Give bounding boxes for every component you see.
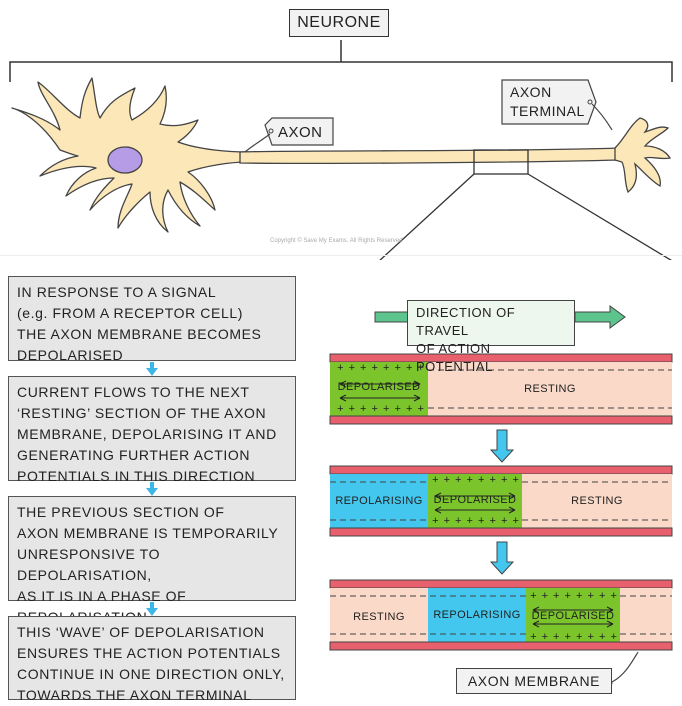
step-arrow-3 — [146, 602, 158, 616]
zoom-line-left — [379, 173, 475, 260]
state-resting-3: RESTING — [353, 611, 405, 623]
state-repolarising-2: REPOLARISING — [335, 495, 423, 507]
axon-terminal-label-tag — [501, 79, 597, 125]
membrane-panel-1 — [329, 353, 673, 425]
copyright-text: Copyright © Save My Exams. All Rights Re… — [270, 238, 403, 244]
signs-top-2: + + + + + + + + — [432, 474, 520, 486]
down-arrow-1 — [489, 429, 515, 463]
axon-label: AXON — [278, 124, 323, 141]
state-depolarised-2: DEPOLARISED — [433, 494, 517, 506]
down-arrow-2 — [489, 541, 515, 575]
axon-shape — [239, 147, 621, 165]
neurone-bracket — [9, 40, 673, 82]
zoom-box — [473, 149, 529, 175]
membrane-diagram — [329, 305, 673, 686]
nucleus — [107, 146, 143, 174]
state-resting-2: RESTING — [571, 495, 623, 507]
direction-arrow-tail — [374, 311, 411, 323]
membrane-panel-3 — [329, 579, 673, 651]
step-box-2: CURRENT FLOWS TO THE NEXT ‘RESTING’ SECT… — [8, 376, 296, 484]
step-box-3: THE PREVIOUS SECTION OF AXON MEMBRANE IS… — [8, 496, 296, 625]
signs-bottom-3: + + + + + + + + — [530, 631, 618, 643]
membrane-panel-2 — [329, 465, 673, 537]
state-depolarised-1: DEPOLARISED — [337, 381, 421, 393]
state-repolarising-3: REPOLARISING — [433, 609, 521, 621]
zoom-line-right — [527, 173, 672, 260]
step-box-4: THIS ‘WAVE’ OF DEPOLARISATION ENSURES TH… — [8, 616, 296, 703]
axon-membrane-pointer — [611, 651, 639, 683]
section-divider — [0, 255, 682, 256]
signs-top-1: + + + + + + + + — [337, 362, 425, 374]
state-depolarised-3: DEPOLARISED — [531, 610, 615, 622]
axon-terminal-label: AXON TERMINAL — [510, 84, 585, 119]
signs-top-3: + + + + + + + + — [530, 590, 618, 602]
diagram-title: NEURONE — [289, 9, 389, 37]
step-box-1: IN RESPONSE TO A SIGNAL (e.g. FROM A REC… — [8, 276, 296, 363]
axon-terminal-shape — [614, 117, 672, 194]
signs-bottom-2: + + + + + + + + — [432, 515, 520, 527]
step-arrow-1 — [146, 362, 158, 376]
direction-arrow-head — [574, 305, 626, 329]
neuron-illustration — [9, 40, 673, 260]
axon-label-tag — [264, 117, 334, 146]
state-resting-1: RESTING — [524, 383, 576, 395]
step-arrow-2 — [146, 482, 158, 496]
signs-bottom-1: + + + + + + + + — [337, 403, 425, 415]
direction-label: DIRECTION OF TRAVEL OF ACTION POTENTIAL — [407, 300, 575, 374]
axon-membrane-label: AXON MEMBRANE — [456, 668, 612, 694]
